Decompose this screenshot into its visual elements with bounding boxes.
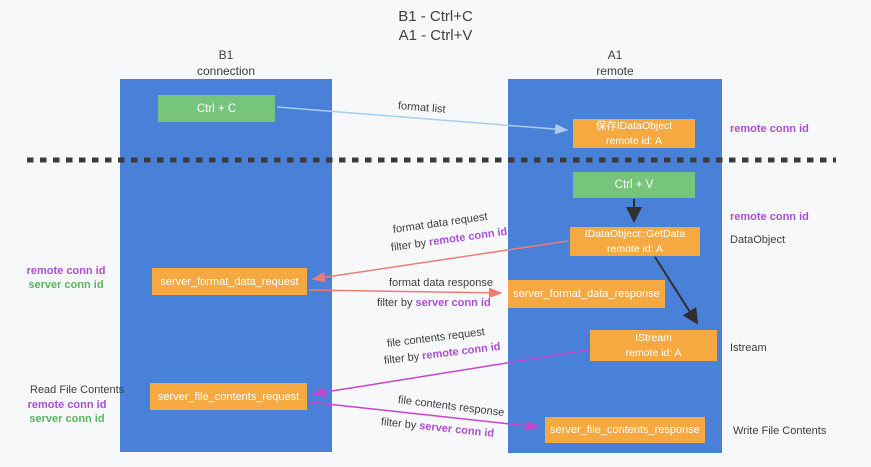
server-conn-id-text: server conn id (29, 412, 105, 425)
server-format-data-request-node: server_format_data_request (152, 268, 307, 295)
server-format-data-request-label: server_format_data_request (160, 275, 299, 288)
ctrl-v-label: Ctrl + V (614, 179, 654, 191)
filter-by-text: filter by (383, 350, 420, 367)
server-conn-id-text: server conn id (418, 420, 495, 440)
read-file-contents-annotation: Read File Contents (30, 384, 125, 396)
remote-conn-id-text: remote conn id (27, 399, 107, 411)
server-conn-id-text: server conn id (28, 278, 104, 291)
file-contents-response-label: file contents response (397, 394, 505, 419)
write-file-contents-annotation: Write File Contents (733, 425, 827, 437)
istream-annotation: Istream (730, 342, 767, 354)
server-file-contents-request-label: server_file_contents_request (157, 390, 300, 403)
server-file-contents-response-node: server_file_contents_response (545, 417, 705, 443)
istream-line2: remote id: A (625, 346, 682, 359)
format-data-response-label: format data response (389, 277, 493, 289)
remote-conn-id-annotation-mid: remote conn id (730, 211, 809, 223)
left-conn-id-annotation-1: remote conn id server conn id (20, 265, 112, 293)
remote-conn-id-text: remote conn id (26, 265, 106, 277)
server-format-data-response-label: server_format_data_response (513, 288, 660, 300)
ctrl-v-node: Ctrl + V (573, 172, 695, 198)
ctrl-c-node: Ctrl + C (158, 95, 275, 122)
getdata-node: IDataObject::GetData remote id: A (570, 227, 700, 256)
save-dataobject-node: 保存IDataObject remote id: A (573, 119, 695, 148)
save-dataobject-line2: remote id: A (605, 134, 663, 147)
right-column-name: A1 (607, 48, 623, 62)
left-conn-id-annotation-2: remote conn id server conn id (21, 399, 113, 427)
filter-by-text: filter by (377, 297, 413, 309)
left-column-role: connection (196, 64, 256, 79)
server-file-contents-response-label: server_file_contents_response (550, 424, 700, 436)
save-dataobject-line1: 保存IDataObject (595, 120, 673, 133)
title-line-2: A1 - Ctrl+V (398, 27, 473, 45)
getdata-line1: IDataObject::GetData (584, 228, 686, 241)
right-column-header: A1 remote (508, 47, 722, 79)
title-line-1: B1 - Ctrl+C (398, 8, 473, 25)
dataobject-annotation: DataObject (730, 234, 786, 246)
remote-conn-id-annotation-top: remote conn id (730, 123, 809, 135)
format-data-response-arrow (308, 287, 503, 299)
getdata-line2: remote id: A (606, 242, 664, 255)
ctrl-c-label: Ctrl + C (196, 102, 237, 115)
left-column-header: B1 connection (120, 47, 332, 79)
filter-by-text: filter by (390, 237, 427, 254)
server-conn-id-text: server conn id (415, 297, 491, 309)
format-list-label: format list (397, 100, 447, 116)
server-format-data-response-node: server_format_data_response (508, 280, 665, 308)
server-file-contents-request-node: server_file_contents_request (150, 383, 307, 410)
filter-by-text: filter by (380, 416, 417, 432)
istream-node: IStream remote id: A (590, 330, 717, 361)
right-column-role: remote (596, 64, 634, 79)
diagram-title: B1 - Ctrl+C A1 - Ctrl+V (0, 7, 871, 45)
istream-line1: IStream (635, 332, 672, 345)
left-column-name: B1 (218, 48, 234, 62)
